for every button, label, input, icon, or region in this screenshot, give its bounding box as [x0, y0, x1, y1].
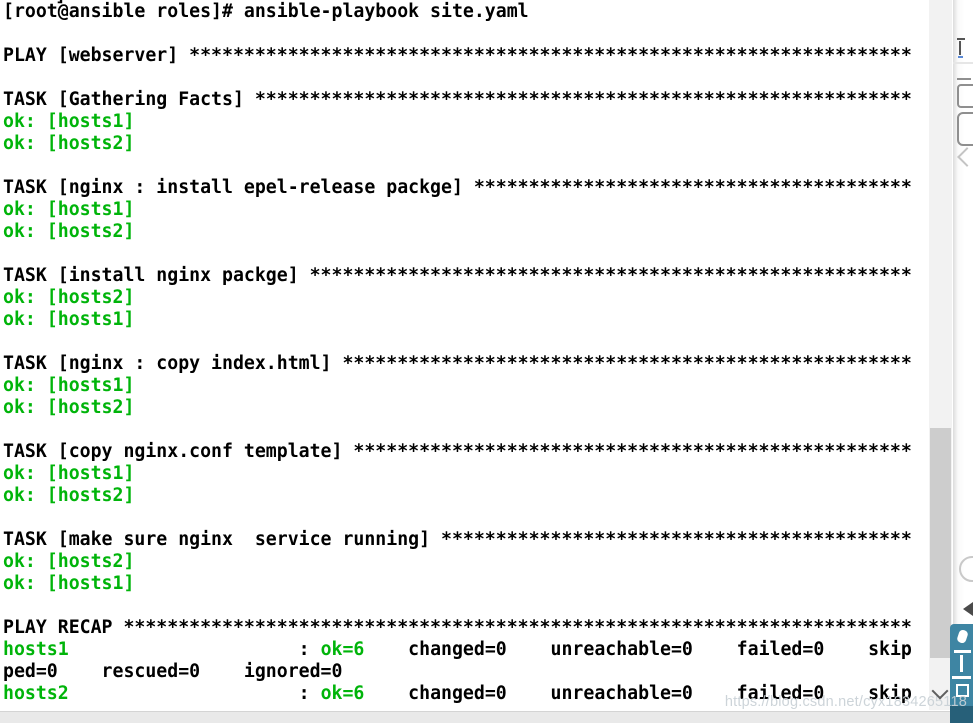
- copy-icon[interactable]: [957, 84, 973, 108]
- clipped-previous-line-fragment: ]: [55, 0, 71, 4]
- terminal-line: [3, 331, 912, 353]
- terminal-line: [3, 507, 912, 529]
- divider: [953, 62, 973, 64]
- terminal-line: ok: [hosts2]: [3, 133, 912, 155]
- terminal-text: TASK [nginx : install epel-release packg…: [3, 177, 912, 198]
- terminal-line: [3, 243, 912, 265]
- terminal-line: [root@ansible roles]# ansible-playbook s…: [3, 1, 912, 23]
- terminal-line: PLAY [webserver] ***********************…: [3, 45, 912, 67]
- terminal-line: TASK [nginx : copy index.html] *********…: [3, 353, 912, 375]
- terminal-text: TASK [copy nginx.conf template] ********…: [3, 441, 912, 462]
- scrollbar-track[interactable]: [929, 0, 952, 710]
- terminal-line: ok: [hosts2]: [3, 221, 912, 243]
- terminal-text: PLAY RECAP *****************************…: [3, 617, 912, 638]
- widget-glyph: [960, 655, 963, 672]
- terminal-text: :: [68, 639, 321, 660]
- arrow-left-icon[interactable]: [963, 602, 973, 616]
- terminal-text-green: ok: [hosts2]: [3, 397, 135, 418]
- floating-widget-clipped[interactable]: [950, 624, 973, 723]
- terminal-text-green: hosts2: [3, 683, 69, 704]
- text-cursor-icon[interactable]: [959, 41, 961, 55]
- terminal-line: ok: [hosts1]: [3, 463, 912, 485]
- terminal-text-green: ok: [hosts1]: [3, 199, 135, 220]
- terminal-line: TASK [make sure nginx service running] *…: [3, 529, 912, 551]
- terminal-text: TASK [make sure nginx service running] *…: [3, 529, 912, 550]
- terminal-line: TASK [copy nginx.conf template] ********…: [3, 441, 912, 463]
- terminal-line: ok: [hosts2]: [3, 397, 912, 419]
- terminal-line: ok: [hosts2]: [3, 485, 912, 507]
- csdn-watermark: https://blog.csdn.net/cyx1834265118: [724, 694, 967, 710]
- window-icon[interactable]: [957, 112, 973, 146]
- terminal-text-green: ok: [hosts2]: [3, 221, 135, 242]
- terminal-line: ok: [hosts1]: [3, 573, 912, 595]
- chevron-left-icon[interactable]: [957, 147, 973, 167]
- side-toolbar-clipped: [953, 0, 973, 723]
- terminal-line: [3, 67, 912, 89]
- widget-glyph: [956, 684, 969, 697]
- widget-glyph: [956, 628, 969, 645]
- terminal-text: TASK [nginx : copy index.html] *********…: [3, 353, 912, 374]
- terminal-text-green: ok: [hosts1]: [3, 375, 135, 396]
- terminal-line: TASK [install nginx packge] ************…: [3, 265, 912, 287]
- terminal-text-green: ok=6: [320, 683, 365, 704]
- terminal-line: ok: [hosts1]: [3, 309, 912, 331]
- terminal-line: ok: [hosts1]: [3, 375, 912, 397]
- terminal-line: ok: [hosts2]: [3, 287, 912, 309]
- terminal-output: [root@ansible roles]# ansible-playbook s…: [3, 1, 912, 705]
- terminal-line: ok: [hosts1]: [3, 111, 912, 133]
- terminal-text-green: ok=6: [320, 639, 365, 660]
- terminal-text: :: [68, 683, 321, 704]
- terminal-line: hosts2 : ok=6 changed=0 unreachable=0 fa…: [3, 683, 912, 705]
- terminal-line: hosts1 : ok=6 changed=0 unreachable=0 fa…: [3, 639, 912, 661]
- terminal-text-green: ok: [hosts1]: [3, 573, 135, 594]
- text-cursor-icon[interactable]: [957, 38, 965, 40]
- terminal-text-green: ok: [hosts2]: [3, 133, 135, 154]
- terminal-text-green: ok: [hosts1]: [3, 309, 135, 330]
- terminal-line: [3, 419, 912, 441]
- terminal-text-green: ok: [hosts2]: [3, 485, 135, 506]
- terminal-line: [3, 595, 912, 617]
- terminal-line: ok: [hosts2]: [3, 551, 912, 573]
- terminal-text: changed=0 unreachable=0 failed=0 skip: [364, 639, 912, 660]
- terminal-text: PLAY [webserver] ***********************…: [3, 45, 912, 66]
- terminal-text-green: ok: [hosts1]: [3, 463, 135, 484]
- terminal-text-green: ok: [hosts1]: [3, 111, 135, 132]
- text-cursor-icon: [958, 56, 963, 58]
- terminal-text: ped=0 rescued=0 ignored=0: [3, 661, 343, 682]
- terminal-text-green: hosts1: [3, 639, 69, 660]
- terminal-line: TASK [Gathering Facts] *****************…: [3, 89, 912, 111]
- copy-icon[interactable]: [957, 78, 971, 80]
- terminal-line: ped=0 rescued=0 ignored=0: [3, 661, 912, 683]
- terminal-text: changed=0 unreachable=0 failed=0 skip: [364, 683, 912, 704]
- scrollbar-thumb[interactable]: [930, 428, 951, 658]
- terminal-line: [3, 155, 912, 177]
- terminal-text-green: ok: [hosts2]: [3, 287, 135, 308]
- widget-shade: [950, 706, 973, 723]
- sync-circle-icon[interactable]: [959, 556, 973, 582]
- terminal-line: TASK [nginx : install epel-release packg…: [3, 177, 912, 199]
- terminal-line: [3, 23, 912, 45]
- terminal-text: [root@ansible roles]# ansible-playbook s…: [3, 1, 529, 22]
- terminal-text-green: ok: [hosts2]: [3, 551, 135, 572]
- widget-glyph: [954, 650, 971, 653]
- terminal-line: ok: [hosts1]: [3, 199, 912, 221]
- widget-glyph: [952, 676, 971, 679]
- window-bottom-edge: [0, 711, 973, 723]
- terminal-text: TASK [Gathering Facts] *****************…: [3, 89, 912, 110]
- terminal-text: TASK [install nginx packge] ************…: [3, 265, 912, 286]
- terminal-line: PLAY RECAP *****************************…: [3, 617, 912, 639]
